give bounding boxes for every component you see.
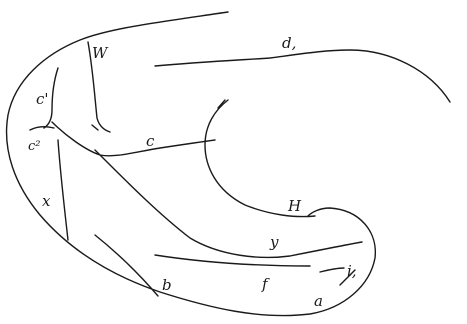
label-c: c [146, 132, 155, 150]
label-f: f [261, 275, 270, 293]
upper-contour [155, 50, 450, 102]
b-line [95, 235, 158, 296]
label-i: i, [347, 262, 357, 280]
c2-line [30, 127, 54, 130]
diagonal-line [95, 150, 362, 257]
label-x: x [42, 192, 51, 210]
i-stroke [320, 268, 344, 272]
label-c1: c' [36, 90, 49, 108]
label-w: W [92, 44, 109, 62]
label-h: H [287, 197, 302, 215]
c-line [52, 122, 215, 156]
label-y: y [269, 233, 279, 251]
outer-contour [7, 12, 376, 316]
label-d: d, [282, 34, 296, 52]
label-b: b [162, 276, 172, 294]
label-c2: c² [28, 139, 41, 154]
w-tick [92, 125, 98, 130]
label-a: a [314, 292, 323, 310]
x-line [58, 140, 68, 240]
